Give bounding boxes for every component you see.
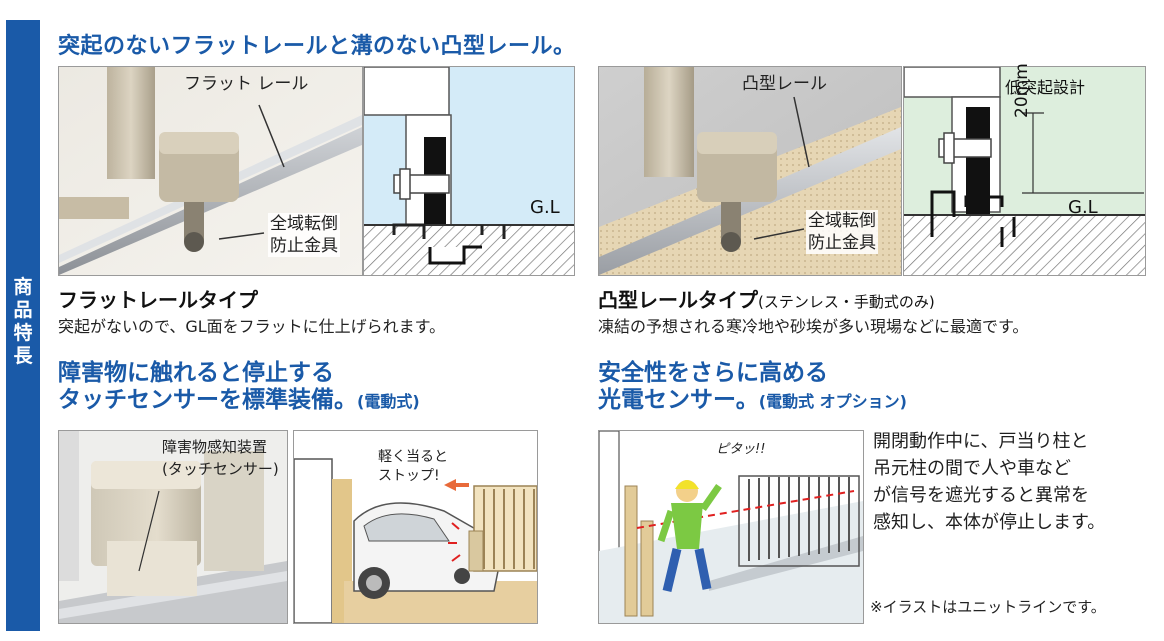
photo-sfx-text: ピタッ!! (716, 442, 766, 457)
touch-sensor-heading: 障害物に触れると停止する タッチセンサーを標準装備。(電動式) (58, 360, 420, 415)
touch-sensor-photo-label-line: (タッチセンサー) (162, 460, 279, 478)
photo-sensor-paragraph: 開閉動作中に、戸当り柱と 吊元柱の間で人や車など が信号を遮光すると異常を 感知… (873, 428, 1105, 536)
photo-heading-line2: 光電センサー。(電動式 オプション) (598, 387, 907, 415)
photo-paragraph-line: 感知し、本体が停止します。 (873, 512, 1106, 533)
convex-fitting-label: 全域転倒 防止金具 (806, 210, 878, 254)
flat-description: 突起がないので、GL面をフラットに仕上げられます。 (58, 317, 446, 336)
touch-sensor-device-illustration (59, 431, 287, 623)
convex-description: 凍結の予想される寒冷地や砂埃が多い現場などに最適です。 (598, 317, 1029, 336)
convex-fitting-label-line: 防止金具 (808, 233, 876, 253)
sidebar-bar (6, 20, 40, 631)
touch-heading-suffix: (電動式) (357, 392, 420, 411)
convex-gl-label: G.L (1068, 197, 1098, 218)
flat-fitting-label-line: 防止金具 (270, 236, 338, 256)
flat-rail-cross-section (364, 67, 574, 275)
convex-fitting-label-line: 全域転倒 (808, 211, 876, 231)
convex-rail-diagram (903, 66, 1146, 276)
flat-rail-diagram (363, 66, 575, 276)
touch-sensor-photo-label: 障害物感知装置 (タッチセンサー) (162, 436, 279, 480)
convex-title-main: 凸型レールタイプ (598, 288, 758, 312)
touch-stop-callout-line: 軽く当ると (378, 449, 448, 465)
convex-rail-photo (598, 66, 902, 276)
touch-heading-line2-main: タッチセンサーを標準装備。 (58, 387, 357, 413)
photo-heading-suffix: (電動式 オプション) (758, 392, 907, 411)
sidebar-char: 特 (13, 322, 33, 344)
sidebar-char: 長 (13, 345, 33, 367)
photo-sensor-illustration (598, 430, 864, 624)
page-headline: 突起のないフラットレールと溝のない凸型レール。 (58, 34, 576, 59)
flat-gl-label: G.L (530, 197, 560, 218)
touch-stop-callout-line: ストップ! (378, 468, 440, 484)
photo-sensor-heading: 安全性をさらに高める 光電センサー。(電動式 オプション) (598, 360, 907, 415)
convex-rail-cross-section (904, 67, 1145, 275)
photo-heading-line1: 安全性をさらに高める (598, 360, 828, 386)
convex-rail-photo-illustration (599, 67, 901, 275)
flat-title: フラットレールタイプ (58, 288, 258, 312)
touch-stop-callout: 軽く当ると ストップ! (378, 448, 448, 486)
flat-rail-photo-illustration (59, 67, 362, 275)
sidebar-char: 品 (13, 299, 33, 321)
person-gate-sensor-illustration (599, 431, 863, 623)
touch-heading-line2: タッチセンサーを標準装備。(電動式) (58, 387, 420, 415)
flat-fitting-label: 全域転倒 防止金具 (268, 213, 340, 257)
illustration-note: ※イラストはユニットラインです。 (870, 598, 1106, 616)
convex-dimension-label: 20mm (1012, 63, 1032, 118)
flat-rail-label: フラット レール (184, 74, 309, 94)
photo-paragraph-line: が信号を遮光すると異常を (873, 485, 1089, 506)
sidebar-char: 商 (13, 276, 33, 298)
car-gate-stop-illustration (294, 431, 537, 623)
convex-low-protrusion-label: 低突起設計 (1005, 78, 1086, 97)
flat-fitting-label-line: 全域転倒 (270, 214, 338, 234)
photo-heading-line2-main: 光電センサー。 (598, 387, 759, 413)
touch-heading-line1: 障害物に触れると停止する (58, 360, 334, 386)
convex-title-sub: (ステンレス・手動式のみ) (758, 293, 935, 311)
touch-sensor-illustration (293, 430, 538, 624)
sidebar-label: 商 品 特 長 (6, 276, 40, 368)
flat-rail-photo (58, 66, 363, 276)
convex-rail-label: 凸型レール (742, 74, 827, 94)
photo-paragraph-line: 吊元柱の間で人や車など (873, 458, 1071, 479)
touch-sensor-photo (58, 430, 288, 624)
touch-sensor-photo-label-line: 障害物感知装置 (162, 438, 268, 456)
photo-paragraph-line: 開閉動作中に、戸当り柱と (873, 431, 1089, 452)
convex-title: 凸型レールタイプ(ステンレス・手動式のみ) (598, 284, 935, 313)
